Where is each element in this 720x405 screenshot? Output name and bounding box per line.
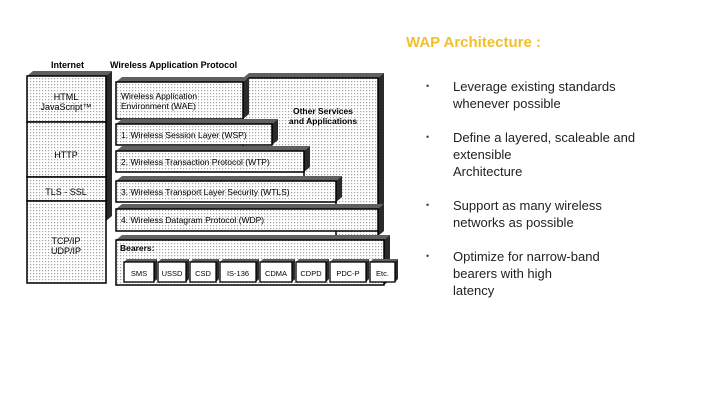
- bearer-is-136: IS-136: [219, 259, 259, 283]
- bearer-cdpd: CDPD: [295, 259, 329, 283]
- tcp-udp-box: [26, 200, 107, 284]
- html-javascript-box: [26, 75, 107, 123]
- javascript-label: JavaScript™: [40, 102, 91, 112]
- tls-ssl-box: [26, 176, 107, 202]
- udp-ip-label: UDP/IP: [51, 246, 81, 256]
- tls-ssl-label: TLS - SSL: [45, 187, 87, 197]
- bearer-label: USSD: [162, 269, 183, 278]
- tcp-ip-label: TCP/IP: [51, 236, 80, 246]
- wsp-layer: 1. Wireless Session Layer (WSP): [115, 119, 278, 146]
- wdp-layer: 4. Wireless Datagram Protocol (WDP): [115, 204, 384, 232]
- bearer-etc: Etc.: [369, 259, 398, 283]
- bearers-label: Bearers:: [120, 243, 155, 253]
- bearer-pdc-p: PDC-P: [329, 259, 369, 283]
- bullet-list: Leverage existing standards whenever pos…: [426, 78, 686, 299]
- wap-architecture-diagram: Internet Wireless Application Protocol H…: [26, 60, 398, 286]
- internet-header: Internet: [51, 60, 84, 70]
- wtls-label: 3. Wireless Transport Layer Security (WT…: [121, 187, 290, 197]
- bearer-ussd: USSD: [157, 259, 189, 283]
- bearer-cdma: CDMA: [259, 259, 295, 283]
- other-services-label: Other Services: [293, 106, 353, 116]
- other-services-label-2: and Applications: [289, 116, 357, 126]
- bearer-label: CDPD: [300, 269, 322, 278]
- bearer-label: SMS: [131, 269, 147, 278]
- internet-stack: HTML JavaScript™ HTTP TLS - SSL TCP/IP U…: [26, 71, 112, 284]
- bearer-csd: CSD: [189, 259, 219, 283]
- bullet-item: Optimize for narrow-band bearers with hi…: [426, 248, 686, 299]
- bearer-label: CSD: [195, 269, 211, 278]
- bullet-item: Support as many wireless networks as pos…: [426, 197, 686, 231]
- bullet-item: Leverage existing standards whenever pos…: [426, 78, 686, 112]
- bearer-label: Etc.: [376, 269, 389, 278]
- wae-label: Wireless Application: [121, 91, 197, 101]
- wae-label-2: Environment (WAE): [121, 101, 196, 111]
- wtls-layer: 3. Wireless Transport Layer Security (WT…: [115, 176, 342, 203]
- wsp-label: 1. Wireless Session Layer (WSP): [121, 130, 247, 140]
- bullet-item: Define a layered, scaleable and extensib…: [426, 129, 686, 180]
- bearer-label: PDC-P: [336, 269, 359, 278]
- wtp-layer: 2. Wireless Transaction Protocol (WTP): [115, 146, 310, 173]
- wae-box: Wireless Application Environment (WAE): [115, 77, 249, 120]
- bearer-label: CDMA: [265, 269, 287, 278]
- wap-header: Wireless Application Protocol: [110, 60, 237, 70]
- wdp-label: 4. Wireless Datagram Protocol (WDP): [121, 215, 264, 225]
- bearer-label: IS-136: [227, 269, 249, 278]
- bearer-sms: SMS: [123, 259, 157, 283]
- wtp-label: 2. Wireless Transaction Protocol (WTP): [121, 157, 270, 167]
- slide-title: WAP Architecture :: [406, 34, 542, 51]
- html-label: HTML: [54, 92, 79, 102]
- bearers-block: Bearers: SMS USSD CSD IS-136 CDMA CDPD PDC-P Et…: [115, 235, 398, 286]
- http-label: HTTP: [54, 150, 78, 160]
